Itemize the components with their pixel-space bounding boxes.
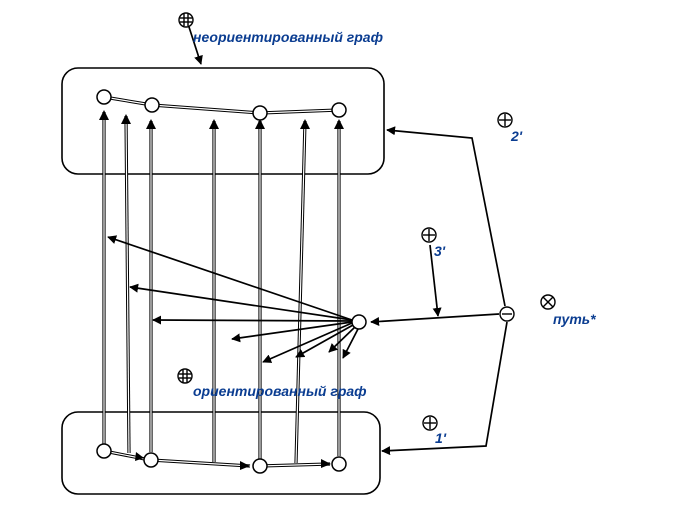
graph-node [96, 89, 112, 105]
connector-lines [188, 26, 508, 456]
circle-times-icon [540, 294, 556, 310]
directed-graph-box [61, 411, 381, 495]
circle-plus-icon [497, 112, 513, 128]
graph-node [144, 97, 160, 113]
graph-node [252, 105, 268, 121]
label-2-prime: 2' [510, 128, 523, 144]
directed-graph-nodes [96, 443, 347, 474]
graph-node [96, 443, 112, 459]
mapping-lines [99, 110, 344, 464]
circle-minus-icon [499, 306, 515, 322]
undirected-graph-nodes [96, 89, 347, 121]
label-1-prime: 1' [435, 430, 447, 446]
label-3-prime: 3' [434, 243, 446, 259]
circle-grid-icon [177, 368, 193, 384]
circle-plus-icon [422, 415, 438, 431]
undirected-graph-label: неориентированный граф [193, 29, 383, 45]
directed-graph-edges [103, 449, 331, 470]
circle-plus-icon [421, 227, 437, 243]
fan-arrows [107, 235, 359, 363]
circle-grid-icon [178, 12, 194, 28]
graph-node [143, 452, 159, 468]
undirected-graph-box [61, 67, 385, 175]
graph-node [331, 102, 347, 118]
path-label: путь* [553, 311, 596, 327]
graph-node [252, 458, 268, 474]
directed-graph-label: ориентированный граф [193, 383, 367, 399]
undirected-graph-edges [103, 95, 340, 115]
graph-node [331, 456, 347, 472]
center-node [351, 314, 367, 330]
